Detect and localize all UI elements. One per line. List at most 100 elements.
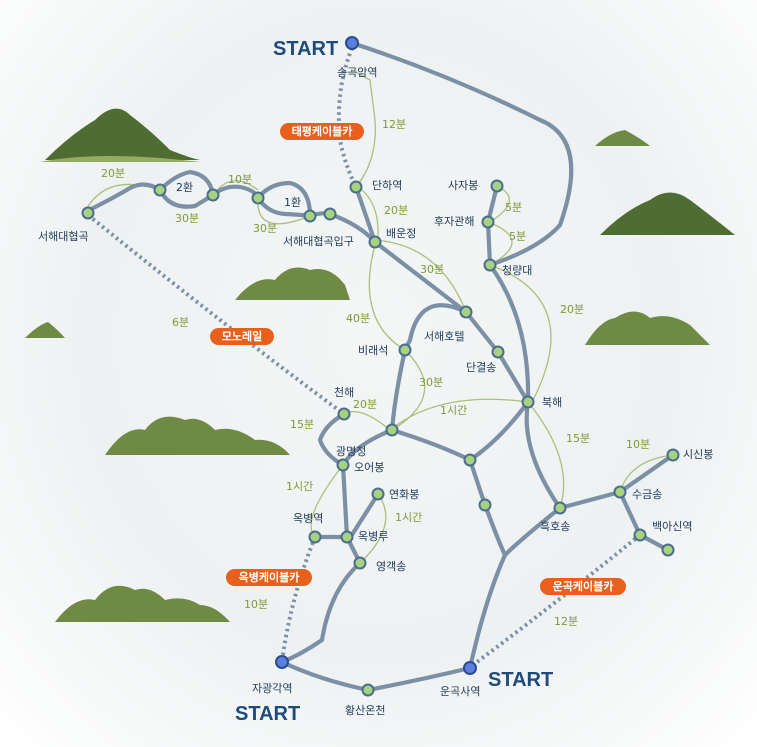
cableway-label: 운곡케이블카 bbox=[553, 579, 614, 593]
time-label: 10분 bbox=[626, 438, 650, 451]
cableway-label: 모노레일 bbox=[222, 329, 262, 343]
cableway-badge: 운곡케이블카 bbox=[540, 578, 626, 595]
time-label: 10분 bbox=[228, 173, 252, 186]
mountain-illustration-icon bbox=[105, 416, 290, 455]
cableway-badge: 태평케이블카 bbox=[280, 123, 364, 140]
station-node[interactable] bbox=[81, 206, 95, 220]
station-node[interactable] bbox=[323, 207, 337, 221]
station-node[interactable] bbox=[371, 487, 385, 501]
time-label: 12분 bbox=[554, 615, 578, 628]
station-node[interactable] bbox=[345, 36, 359, 50]
mountain-illustration-icon bbox=[55, 585, 230, 622]
station-node[interactable] bbox=[251, 191, 265, 205]
station-label: 송곡암역 bbox=[337, 66, 377, 79]
station-label: 백아신역 bbox=[652, 520, 692, 533]
station-node[interactable] bbox=[478, 498, 492, 512]
station-label: 단하역 bbox=[372, 178, 402, 192]
station-node[interactable] bbox=[361, 683, 375, 697]
station-node[interactable] bbox=[553, 501, 567, 515]
station-node[interactable] bbox=[463, 661, 477, 675]
station-node[interactable] bbox=[491, 345, 505, 359]
station-label: 흑호송 bbox=[540, 519, 570, 533]
station-label: 영객송 bbox=[376, 560, 406, 573]
station-node[interactable] bbox=[633, 528, 647, 542]
station-node[interactable] bbox=[303, 209, 317, 223]
time-label: 30분 bbox=[253, 222, 277, 235]
time-label: 5분 bbox=[509, 230, 526, 243]
station-label: 북해 bbox=[542, 395, 562, 409]
station-label: 자광각역 bbox=[252, 682, 292, 695]
station-label: 황산온천 bbox=[345, 703, 385, 717]
time-label: 1시간 bbox=[440, 404, 467, 417]
station-label: 후자관해 bbox=[434, 214, 474, 228]
station-node[interactable] bbox=[613, 485, 627, 499]
cableway-badge: 모노레일 bbox=[210, 328, 274, 345]
station-label: 단결송 bbox=[466, 361, 496, 374]
station-label: 광명정 bbox=[336, 445, 366, 458]
station-node[interactable] bbox=[336, 458, 350, 472]
cableway-badge: 옥병케이블카 bbox=[226, 569, 312, 586]
time-label: 10분 bbox=[244, 598, 268, 611]
station-node[interactable] bbox=[661, 543, 675, 557]
station-label: 서해대협곡입구 bbox=[283, 234, 354, 248]
station-node[interactable] bbox=[308, 530, 322, 544]
station-node[interactable] bbox=[483, 258, 497, 272]
station-label: 옥병역 bbox=[293, 512, 323, 525]
station-node[interactable] bbox=[275, 655, 289, 669]
mountain-illustration-icon bbox=[585, 311, 710, 345]
station-node[interactable] bbox=[206, 188, 220, 202]
station-label: 2환 bbox=[176, 181, 193, 194]
time-label: 30분 bbox=[175, 212, 199, 225]
time-label: 1시간 bbox=[395, 511, 422, 524]
station-label: 서해호텔 bbox=[424, 329, 464, 343]
time-label: 30분 bbox=[419, 376, 443, 389]
station-node[interactable] bbox=[481, 215, 495, 229]
station-label: 연화봉 bbox=[389, 488, 419, 501]
station-node[interactable] bbox=[398, 343, 412, 357]
cableway-label: 태평케이블카 bbox=[292, 124, 353, 138]
time-label: 20분 bbox=[384, 204, 408, 217]
station-node[interactable] bbox=[368, 235, 382, 249]
station-node[interactable] bbox=[666, 448, 680, 462]
time-label: 15분 bbox=[290, 418, 314, 431]
mountain-illustration-icon bbox=[40, 108, 200, 162]
station-node[interactable] bbox=[337, 407, 351, 421]
time-guide-lines bbox=[84, 69, 674, 564]
station-node[interactable] bbox=[459, 305, 473, 319]
time-label: 40분 bbox=[346, 312, 370, 325]
mountain-illustration-icon bbox=[600, 192, 735, 235]
station-node[interactable] bbox=[153, 183, 167, 197]
mountain-illustration-icon bbox=[235, 267, 350, 300]
station-node[interactable] bbox=[521, 395, 535, 409]
cableway-lines bbox=[86, 47, 642, 667]
station-nodes bbox=[81, 36, 680, 697]
station-label: 서해대협곡 bbox=[38, 229, 89, 243]
station-label: 시신봉 bbox=[683, 448, 713, 461]
time-label: 6분 bbox=[172, 316, 189, 329]
station-labels: 송곡암역 단하역 배운정 서해대협곡입구 1환 2환 서해대협곡 사자봉 후자관… bbox=[38, 66, 713, 717]
start-label: START bbox=[488, 669, 553, 691]
station-node[interactable] bbox=[349, 180, 363, 194]
station-label: 운곡사역 bbox=[440, 685, 480, 698]
time-label: 12분 bbox=[382, 118, 406, 131]
time-labels: 12분 20분 10분 30분 30분 20분 5분 5분 30분 40분 20… bbox=[101, 118, 650, 628]
time-label: 20분 bbox=[560, 303, 584, 316]
station-label: 배운정 bbox=[386, 227, 416, 240]
station-node[interactable] bbox=[490, 179, 504, 193]
start-label: START bbox=[235, 703, 300, 725]
station-label: 천해 bbox=[334, 385, 354, 399]
station-node[interactable] bbox=[463, 453, 477, 467]
station-node[interactable] bbox=[340, 530, 354, 544]
time-label: 5분 bbox=[505, 201, 522, 214]
mountain-illustration-icon bbox=[25, 322, 65, 338]
station-label: 1환 bbox=[284, 196, 301, 209]
time-label: 20분 bbox=[353, 398, 377, 411]
station-label: 오어봉 bbox=[354, 461, 384, 474]
mountain-illustration-icon bbox=[595, 130, 650, 146]
start-label: START bbox=[273, 38, 338, 60]
station-label: 수금송 bbox=[632, 488, 662, 501]
time-label: 1시간 bbox=[286, 480, 313, 493]
station-node[interactable] bbox=[353, 556, 367, 570]
station-node[interactable] bbox=[385, 423, 399, 437]
